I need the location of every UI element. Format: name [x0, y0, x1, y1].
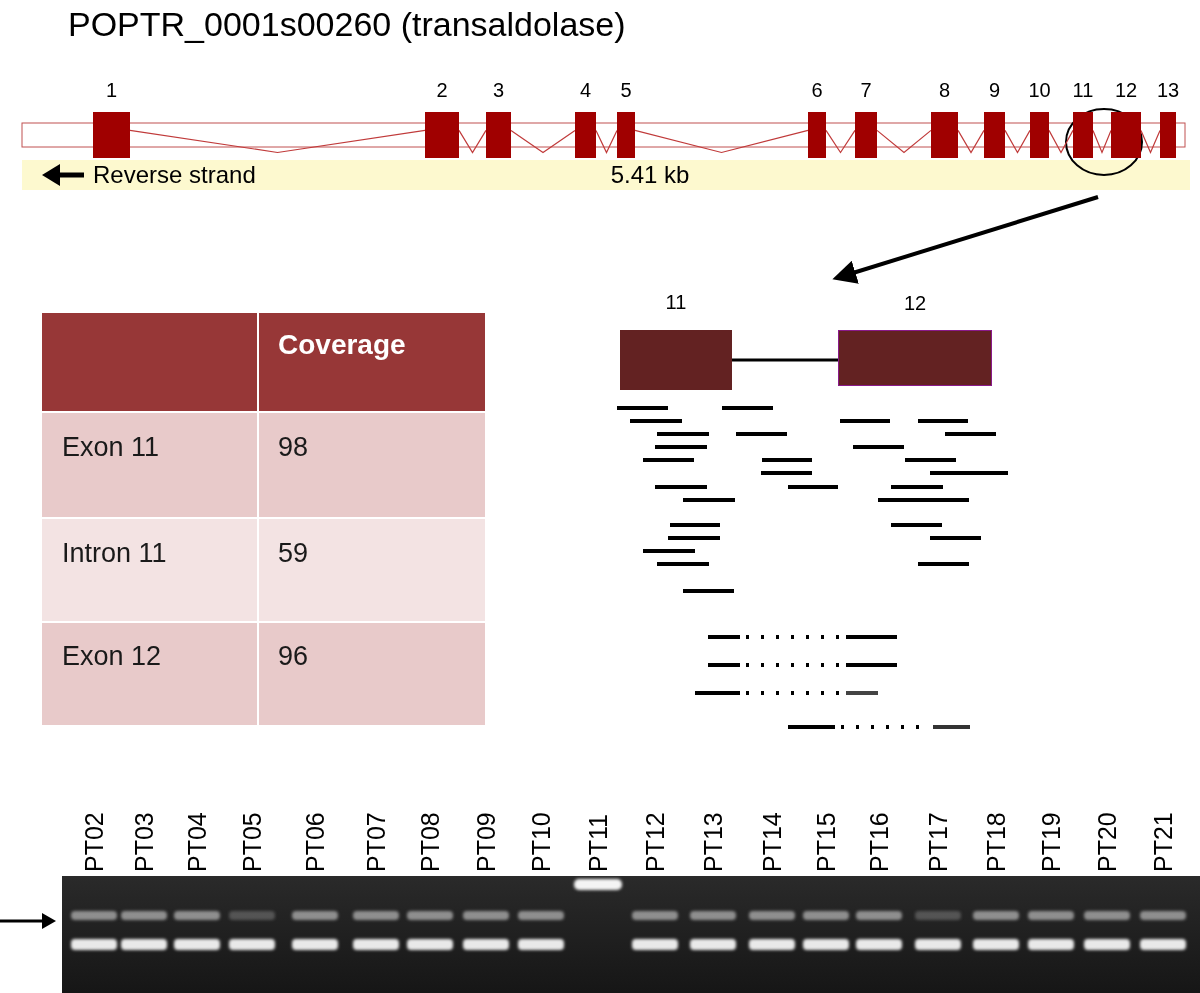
exon-box: 12 — [1111, 112, 1141, 158]
exon-box: 4 — [575, 112, 596, 158]
intron-line — [511, 130, 575, 152]
intron-line — [130, 130, 425, 152]
lane-label: PT11 — [586, 814, 611, 872]
exon-box: 11 — [620, 330, 732, 390]
gel-bands — [71, 879, 1186, 950]
figure-title: POPTR_0001s00260 (transaldolase) — [68, 5, 626, 44]
exon-number: 13 — [1157, 79, 1179, 102]
exon-box: 1 — [93, 112, 130, 158]
intron-line — [596, 130, 617, 152]
exon-box: 12 — [838, 330, 992, 386]
exon-box: 3 — [486, 112, 511, 158]
exon-box: 11 — [1073, 112, 1093, 158]
lane-label: PT09 — [474, 812, 499, 872]
exon-box: 9 — [984, 112, 1005, 158]
lane-label: PT07 — [364, 812, 389, 872]
exon-number: 12 — [904, 292, 926, 315]
exon-number: 9 — [989, 79, 1000, 102]
strand-arrowhead — [42, 164, 60, 186]
exon-box: 6 — [808, 112, 826, 158]
exon-number: 2 — [436, 79, 447, 102]
lane-label: PT14 — [760, 812, 785, 872]
exon-number: 4 — [580, 79, 591, 102]
lane-label: PT02 — [82, 812, 107, 872]
transcript-outline — [22, 123, 1185, 147]
lane-label: PT20 — [1095, 812, 1120, 872]
intron-line — [877, 130, 931, 152]
lane-label: PT03 — [132, 812, 157, 872]
column-header: Coverage — [278, 329, 406, 361]
band-arrow — [0, 920, 44, 923]
lane-label: PT21 — [1151, 812, 1176, 872]
lane-label: PT08 — [418, 812, 443, 872]
strand-band — [22, 160, 1190, 190]
intron-line — [826, 130, 855, 152]
lane-label: PT19 — [1039, 812, 1064, 872]
exon-number: 5 — [620, 79, 631, 102]
exon-number: 6 — [811, 79, 822, 102]
intron-line — [1093, 130, 1111, 152]
intron-line — [1141, 130, 1160, 152]
exon-number: 11 — [666, 291, 687, 314]
exon-number: 11 — [1073, 79, 1094, 102]
exon-box: 8 — [931, 112, 958, 158]
exon-box: 2 — [425, 112, 459, 158]
lane-label: PT16 — [867, 812, 892, 872]
exon-number: 3 — [493, 79, 504, 102]
lane-label: PT12 — [643, 812, 668, 872]
row-header: Exon 11 — [62, 432, 159, 463]
exon-number: 1 — [106, 79, 117, 102]
coverage-value: 98 — [278, 432, 308, 463]
coverage-table — [42, 313, 485, 725]
exon-number: 8 — [939, 79, 950, 102]
strand-arrow — [56, 173, 84, 178]
gel-image — [62, 876, 1200, 993]
exon-box: 7 — [855, 112, 877, 158]
lane-label: PT18 — [984, 812, 1009, 872]
lane-label: PT04 — [185, 812, 210, 872]
zoom-circle — [1066, 109, 1142, 175]
exon-number: 12 — [1115, 79, 1137, 102]
exon-number: 10 — [1028, 79, 1050, 102]
intron-line — [459, 130, 486, 152]
exon-box: 13 — [1160, 112, 1176, 158]
exon-box: 10 — [1030, 112, 1049, 158]
intron-line — [732, 359, 838, 362]
zoom-arrow — [840, 197, 1098, 277]
intron-line — [635, 130, 808, 152]
lane-label: PT06 — [303, 812, 328, 872]
row-header: Exon 12 — [62, 641, 161, 672]
coverage-value: 59 — [278, 538, 308, 569]
lane-label: PT05 — [240, 812, 265, 872]
lane-label: PT13 — [701, 812, 726, 872]
lane-label: PT10 — [529, 812, 554, 872]
row-header: Intron 11 — [62, 538, 167, 569]
band-arrowhead — [42, 913, 56, 929]
sequence-reads — [617, 408, 1008, 727]
intron-line — [1005, 130, 1030, 152]
coverage-value: 96 — [278, 641, 308, 672]
intron-line — [1049, 130, 1073, 152]
lane-label: PT15 — [814, 812, 839, 872]
length-label: 5.41 kb — [611, 161, 690, 189]
intron-line — [958, 130, 984, 152]
exon-box: 5 — [617, 112, 635, 158]
lane-label: PT17 — [926, 812, 951, 872]
strand-label: Reverse strand — [93, 161, 256, 189]
exon-number: 7 — [860, 79, 871, 102]
